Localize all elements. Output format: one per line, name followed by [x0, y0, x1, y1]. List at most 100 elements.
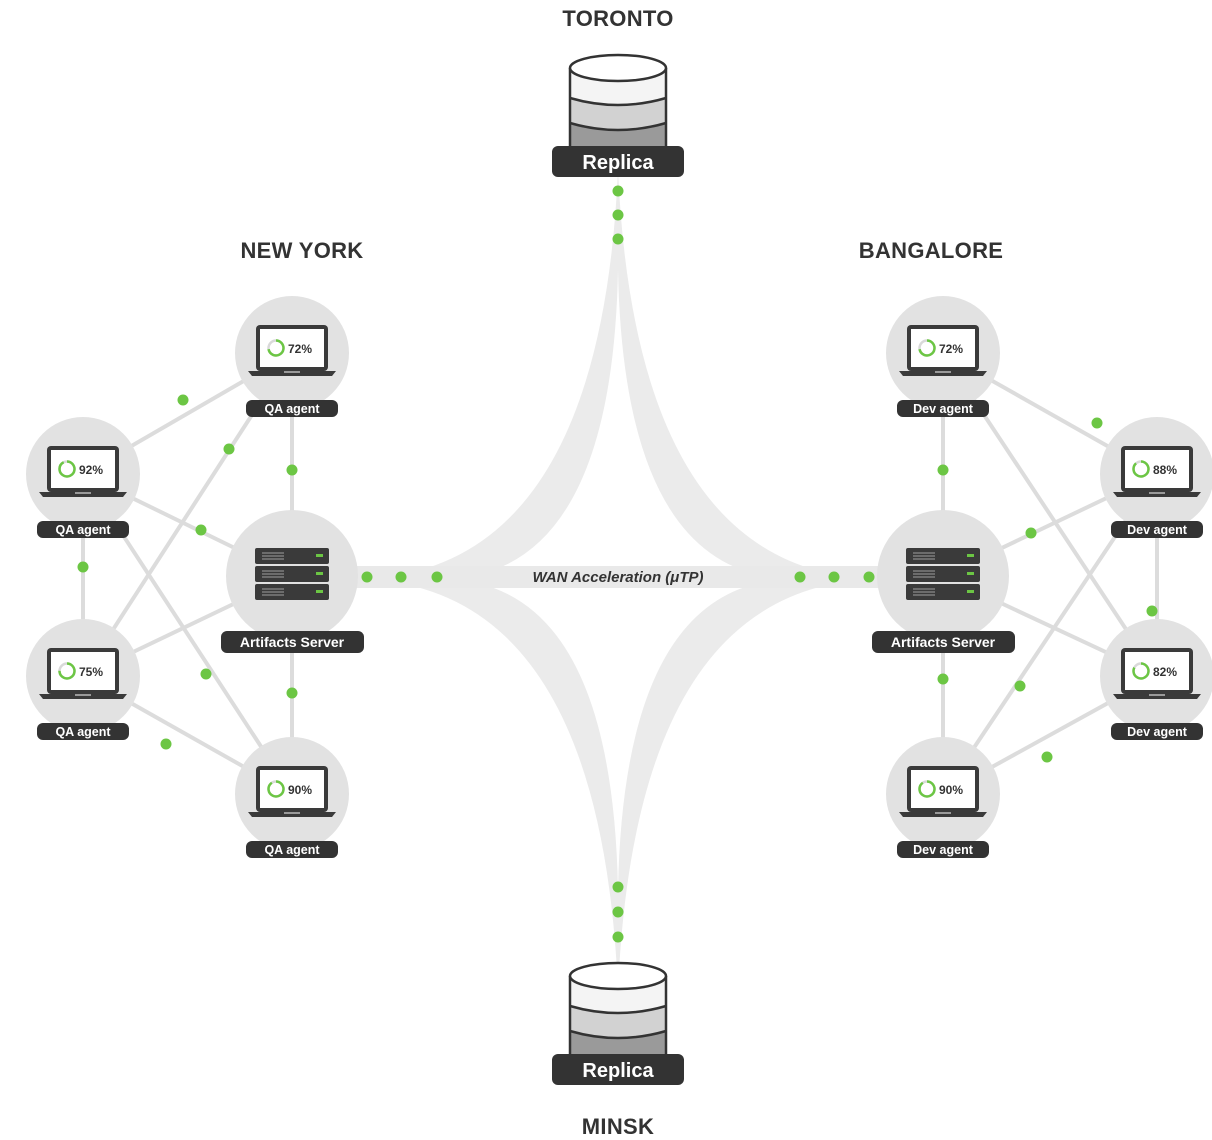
server-label: Artifacts Server: [891, 634, 996, 650]
laptop-icon: [1113, 648, 1201, 699]
wan-dots: [361, 185, 875, 943]
progress-ring: [1132, 662, 1150, 680]
replica-label: Replica: [582, 152, 654, 174]
laptop-icon: [248, 325, 336, 376]
agent-label: QA agent: [55, 523, 111, 537]
data-dot: [828, 571, 840, 583]
database-mid-layer: [570, 98, 666, 130]
replica-label: Replica: [582, 1060, 654, 1082]
agents-layer: 72% QA agent 92% QA agent 75% QA agent 90% QA a…: [26, 296, 1212, 858]
laptop-icon: [39, 446, 127, 497]
bangalore-agent-node: 88% Dev agent: [1100, 417, 1212, 538]
data-dot: [794, 571, 806, 583]
progress-percent: 75%: [79, 665, 103, 679]
data-dot: [937, 673, 949, 685]
data-dot: [286, 464, 298, 476]
progress-ring: [1132, 460, 1150, 478]
progress-ring: [58, 460, 76, 478]
data-dot: [612, 881, 624, 893]
data-dot: [1091, 417, 1103, 429]
agent-label-pill: [1111, 521, 1203, 538]
agent-label: Dev agent: [1127, 523, 1188, 537]
data-dot: [200, 668, 212, 680]
laptop-icon: [248, 766, 336, 817]
data-dot: [1025, 527, 1037, 539]
agent-label-pill: [37, 723, 129, 740]
agent-label: QA agent: [55, 725, 111, 739]
database-cap: [568, 53, 668, 83]
progress-ring: [58, 662, 76, 680]
replica-label-pill: [552, 1054, 684, 1085]
agent-label-pill: [897, 841, 989, 858]
region-title-bangalore: BANGALORE: [858, 238, 1004, 263]
wan-acceleration-label: WAN Acceleration (μTP): [532, 569, 703, 586]
progress-percent: 72%: [939, 342, 963, 356]
progress-percent: 90%: [288, 783, 312, 797]
server-rack-icon: [255, 548, 329, 600]
data-dot: [431, 571, 443, 583]
wan-band: WAN Acceleration (μTP): [352, 170, 884, 990]
laptop-icon: [39, 648, 127, 699]
progress-percent: 82%: [1153, 665, 1177, 679]
data-dot: [395, 571, 407, 583]
server-label: Artifacts Server: [240, 634, 345, 650]
agent-label: QA agent: [264, 402, 320, 416]
agent-label-pill: [246, 400, 338, 417]
agent-label: Dev agent: [913, 402, 974, 416]
new-york-agent-node: 75% QA agent: [26, 619, 140, 740]
database-outline: [568, 68, 668, 148]
data-dot: [361, 571, 373, 583]
bangalore-agent-node: 90% Dev agent: [886, 737, 1000, 858]
agent-label: QA agent: [264, 843, 320, 857]
data-dot: [863, 571, 875, 583]
region-title-toronto: TORONTO: [562, 6, 674, 31]
region-title-minsk: MINSK: [581, 1114, 655, 1139]
progress-ring: [267, 780, 285, 798]
agent-label: Dev agent: [913, 843, 974, 857]
progress-percent: 88%: [1153, 463, 1177, 477]
replica-toronto: Replica: [552, 53, 684, 177]
data-dot: [223, 443, 235, 455]
progress-percent: 72%: [288, 342, 312, 356]
new-york-agent-node: 72% QA agent: [235, 296, 349, 417]
data-dot: [1146, 605, 1158, 617]
data-dot: [286, 687, 298, 699]
bangalore-agent-node: 72% Dev agent: [886, 296, 1000, 417]
data-dot: [177, 394, 189, 406]
database-seam: [569, 1029, 667, 1040]
data-dot: [1041, 751, 1053, 763]
new-york-agent-node: 92% QA agent: [26, 417, 140, 538]
data-dot: [160, 738, 172, 750]
data-dot: [612, 185, 624, 197]
database-seam: [569, 1004, 667, 1015]
database-cap: [568, 961, 668, 991]
database-outline: [568, 976, 668, 1056]
agent-label-pill: [37, 521, 129, 538]
progress-ring: [918, 339, 936, 357]
data-dot: [612, 931, 624, 943]
data-dot: [195, 524, 207, 536]
bangalore-dots: [937, 417, 1158, 763]
data-dot: [612, 233, 624, 245]
database-mid-layer: [570, 1006, 666, 1038]
laptop-icon: [1113, 446, 1201, 497]
bangalore-agent-node: 82% Dev agent: [1100, 619, 1212, 740]
new-york-agent-node: 90% QA agent: [235, 737, 349, 858]
data-dot: [937, 464, 949, 476]
agent-label: Dev agent: [1127, 725, 1188, 739]
server-label-pill: [221, 631, 364, 653]
data-dot: [1014, 680, 1026, 692]
region-title-new-york: NEW YORK: [240, 238, 364, 263]
agent-label-pill: [897, 400, 989, 417]
agent-label-pill: [1111, 723, 1203, 740]
progress-ring: [267, 339, 285, 357]
server-label-pill: [872, 631, 1015, 653]
progress-percent: 90%: [939, 783, 963, 797]
laptop-icon: [899, 325, 987, 376]
replica-minsk: Replica: [552, 961, 684, 1085]
artifacts-server-new-york: Artifacts Server: [221, 510, 364, 653]
database-seam: [569, 96, 667, 107]
replica-label-pill: [552, 146, 684, 177]
progress-percent: 92%: [79, 463, 103, 477]
